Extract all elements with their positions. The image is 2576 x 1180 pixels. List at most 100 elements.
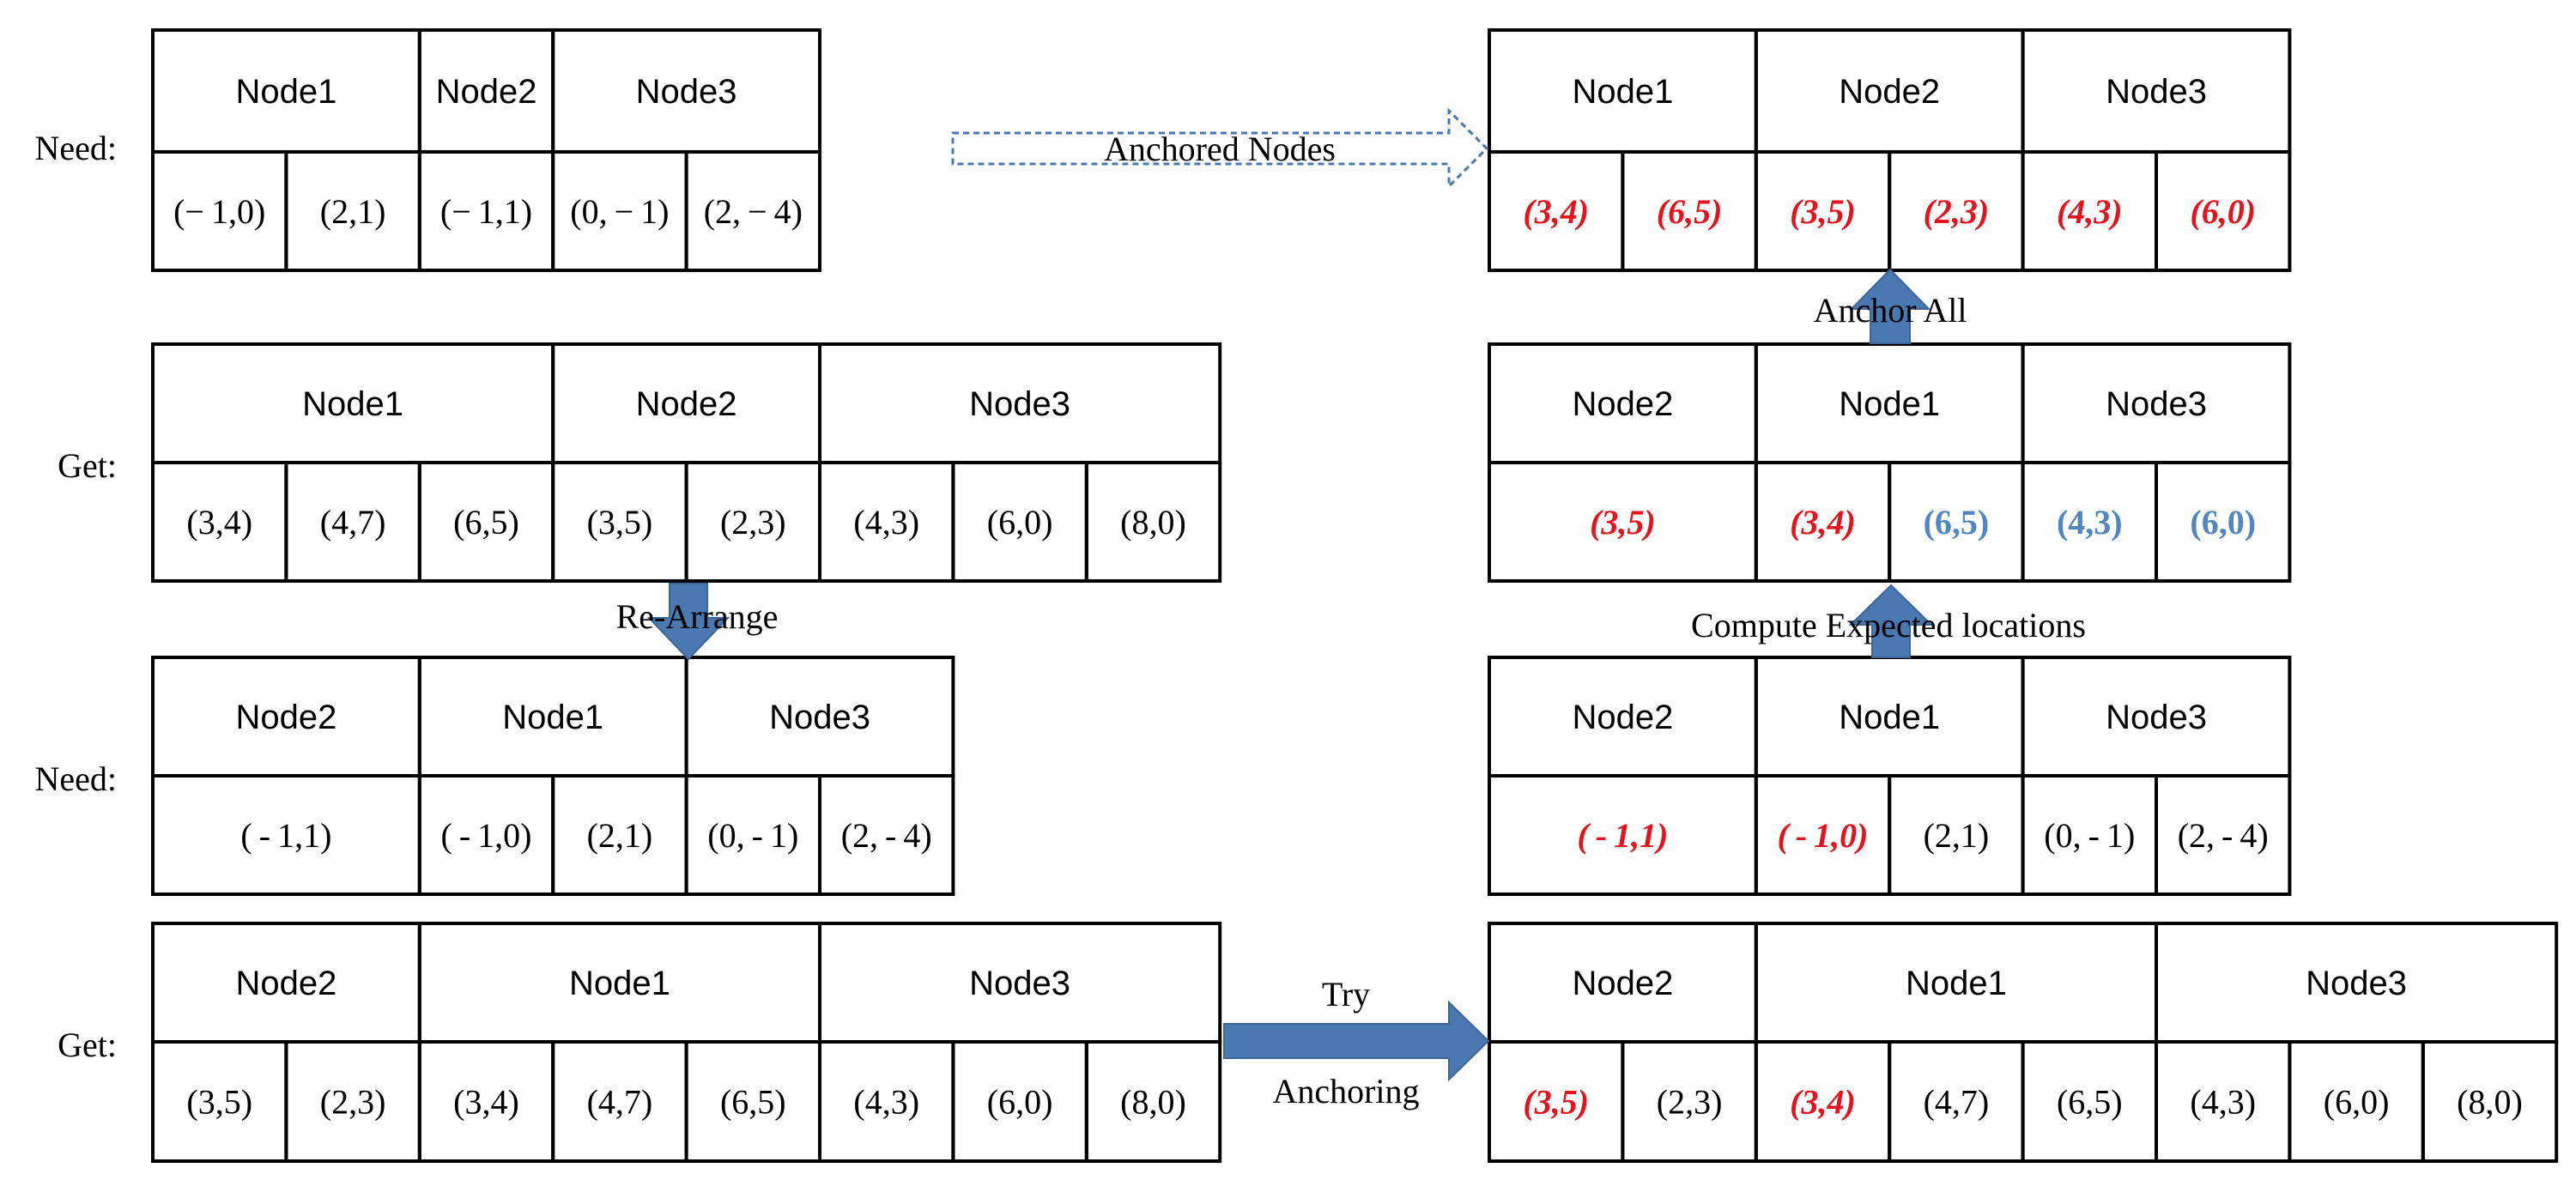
- value-cell: [2421, 1040, 2559, 1163]
- coordinate-value: (6,0): [987, 503, 1053, 542]
- need-table-rearranged: Node2 Node1 Node3 ( - 1,1) ( - 1,0) (2,1) (0, …: [151, 656, 955, 896]
- coordinate-value: (3,5): [587, 503, 653, 542]
- coordinate-value: (6,0): [2324, 1083, 2390, 1122]
- coordinate-value: (2,3): [720, 503, 786, 542]
- get-table-2: Node2 Node1 Node3 (3,5) (2,3) (3,4) (4,7) (6,5)…: [151, 922, 1222, 1163]
- coordinate-value: (3,5): [1590, 503, 1656, 542]
- coordinate-value: (3,4): [1790, 503, 1856, 542]
- node-header: Node2: [235, 699, 336, 736]
- coordinate-value: (3,5): [1790, 192, 1856, 231]
- coordinate-value: (2, - 4): [2178, 816, 2269, 855]
- row-label-get-1: Get:: [58, 446, 117, 485]
- coordinate-value: ( - 1,1): [240, 816, 331, 855]
- coordinate-value: (3,4): [1790, 1083, 1856, 1122]
- re-arrange-arrow: Re-Arrange: [616, 583, 779, 661]
- need-table-top: Node1 Node2 Node3 (− 1,0) (2,1) (− 1,1) (0, − …: [151, 28, 821, 272]
- try-label: Try: [1322, 975, 1370, 1014]
- compute-expected-label: Compute Expected locations: [1691, 606, 2086, 644]
- compute-expected-arrow: Compute Expected locations: [1691, 584, 2086, 658]
- coordinate-value: (4,7): [320, 503, 386, 542]
- coordinate-value: (− 1,1): [440, 192, 532, 231]
- coordinate-value: (6,5): [720, 1083, 786, 1122]
- coordinate-value: (2,3): [1657, 1083, 1723, 1122]
- coordinate-value: (4,3): [2057, 192, 2123, 231]
- coordinate-value: (6,0): [2190, 192, 2256, 231]
- coordinate-value: (2,3): [320, 1083, 386, 1122]
- anchor-all-arrow: Anchor All: [1814, 268, 1967, 344]
- node-header: Node1: [1906, 965, 2007, 1002]
- re-arrange-label: Re-Arrange: [616, 597, 779, 636]
- get-table-1: Node1 Node2 Node3 (3,4) (4,7) (6,5) (3,5) (2,3)…: [151, 342, 1222, 583]
- coordinate-value: (6,0): [2190, 503, 2256, 542]
- coordinate-value: (0, − 1): [570, 192, 669, 231]
- node-header: Node3: [769, 699, 870, 736]
- node-header: Node2: [235, 965, 336, 1002]
- node-header: Node2: [436, 73, 537, 111]
- value-cell: [2155, 461, 2292, 583]
- node-header: Node2: [1839, 73, 1940, 111]
- node-header: Node1: [1572, 73, 1673, 111]
- coordinate-value: (3,5): [1523, 1083, 1589, 1122]
- coordinate-value: (6,5): [453, 503, 519, 542]
- coordinate-value: (6,0): [987, 1083, 1053, 1122]
- coordinate-value: (2,3): [1924, 192, 1990, 231]
- coordinate-value: (4,3): [853, 503, 919, 542]
- node-header: Node1: [302, 385, 403, 423]
- node-header: Node3: [969, 965, 1070, 1002]
- coordinate-value: (4,3): [2190, 1083, 2256, 1122]
- value-cell: [818, 774, 955, 896]
- node-header: Node2: [1572, 965, 1673, 1002]
- row-label-need-top: Need:: [34, 129, 117, 167]
- coordinate-value: (2,1): [1924, 816, 1990, 855]
- coordinate-value: (8,0): [1120, 503, 1186, 542]
- node-header: Node3: [2106, 385, 2207, 423]
- node-header: Node1: [569, 965, 670, 1002]
- try-anchoring-arrow: Try Anchoring: [1223, 975, 1490, 1110]
- anchored-nodes-arrow: Anchored Nodes: [951, 107, 1489, 190]
- coordinate-value: (3,4): [186, 503, 252, 542]
- value-cell: [1084, 1040, 1222, 1163]
- anchored-nodes-label: Anchored Nodes: [1104, 130, 1336, 168]
- node-header: Node2: [1572, 699, 1673, 736]
- coordinate-value: (2,1): [587, 816, 653, 855]
- coordinate-value: (6,5): [1924, 503, 1990, 542]
- node-header: Node1: [1839, 385, 1940, 423]
- coordinate-value: (3,4): [453, 1083, 519, 1122]
- coordinate-value: (2, - 4): [841, 816, 932, 855]
- value-cell: [1084, 461, 1222, 583]
- node-header: Node1: [235, 73, 336, 111]
- coordinate-value: ( - 1,0): [441, 816, 532, 855]
- coordinate-value: (2, − 4): [704, 192, 803, 231]
- value-cell: [2155, 150, 2292, 272]
- node-header: Node1: [502, 699, 603, 736]
- coordinate-value: (0, - 1): [707, 816, 798, 855]
- coordinate-value: (0, - 1): [2044, 816, 2135, 855]
- anchoring-label: Anchoring: [1272, 1072, 1419, 1110]
- value-cell: [684, 150, 821, 272]
- node-header: Node3: [2106, 699, 2207, 736]
- node-header: Node3: [636, 73, 737, 111]
- need-table-right: Node2 Node1 Node3 ( - 1,1) ( - 1,0) (2,1) (0, …: [1488, 656, 2292, 896]
- coordinate-value: (− 1,0): [173, 192, 265, 231]
- node-header: Node1: [1839, 699, 1940, 736]
- anchor-all-label: Anchor All: [1814, 291, 1967, 330]
- coordinate-value: (4,3): [2057, 503, 2123, 542]
- node-header: Node3: [2106, 73, 2207, 111]
- coordinate-value: (4,3): [853, 1083, 919, 1122]
- row-label-need-2: Need:: [34, 759, 117, 798]
- coordinate-value: (2,1): [320, 192, 386, 231]
- coordinate-value: ( - 1,0): [1778, 816, 1869, 855]
- node-header: Node2: [1572, 385, 1673, 423]
- value-cell: [2155, 774, 2292, 896]
- coordinate-value: (8,0): [1120, 1083, 1186, 1122]
- node-header: Node3: [969, 385, 1070, 423]
- coordinate-value: (3,5): [186, 1083, 252, 1122]
- coordinate-value: (6,5): [2057, 1083, 2123, 1122]
- coordinate-value: (4,7): [587, 1083, 653, 1122]
- coordinate-value: (4,7): [1924, 1083, 1990, 1122]
- coordinate-value: (3,4): [1523, 192, 1589, 231]
- node-header: Node2: [636, 385, 737, 423]
- coordinate-value: ( - 1,1): [1577, 816, 1668, 855]
